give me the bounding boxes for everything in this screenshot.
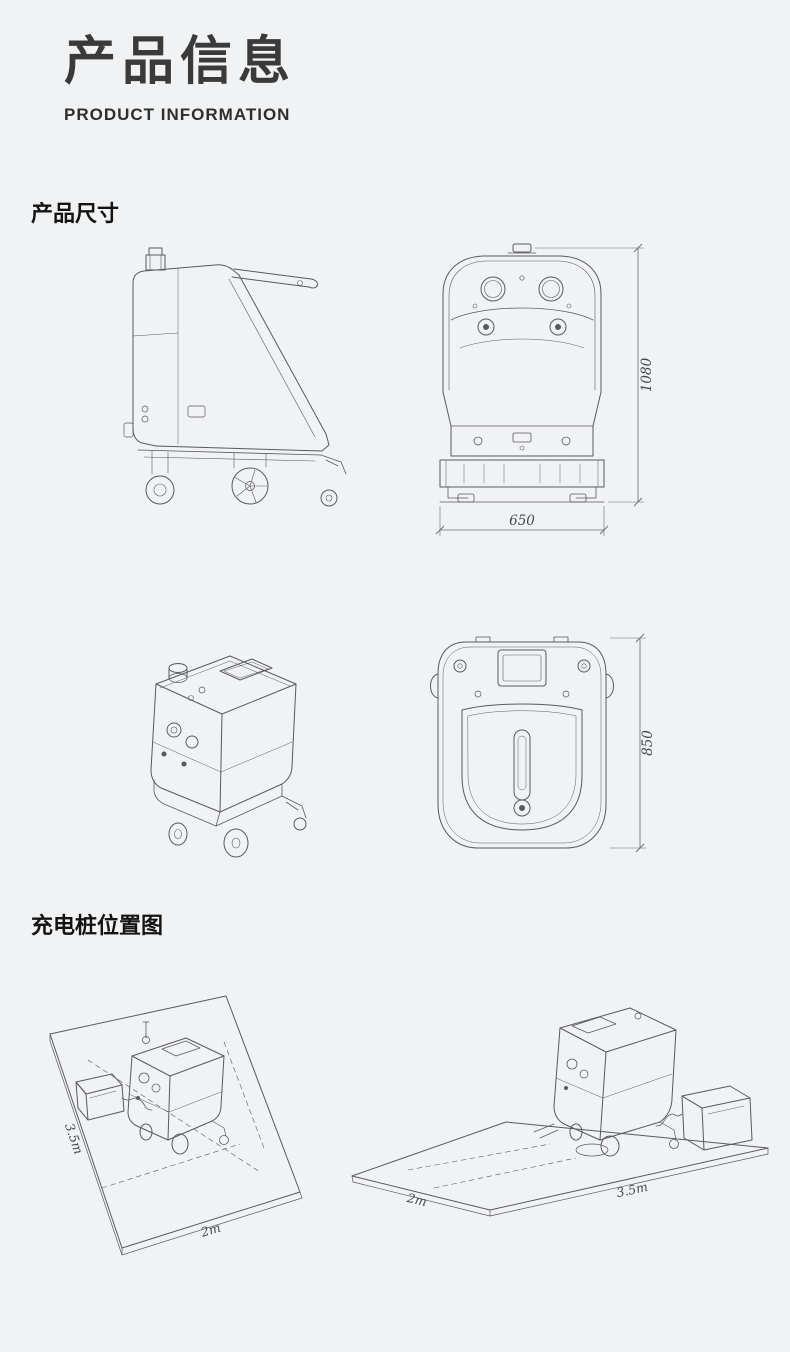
width-dimension bbox=[435, 506, 609, 536]
dimensions-section-heading: 产品尺寸 bbox=[31, 201, 120, 226]
charging-section-heading: 充电桩位置图 bbox=[31, 913, 164, 938]
charging-scene-left-drawing: 3.5m 2m bbox=[49, 995, 303, 1256]
page-header: 产品信息 PRODUCT INFORMATION bbox=[64, 33, 297, 125]
page-title: 产品信息 bbox=[64, 33, 297, 91]
front-view-drawing: 1080 650 bbox=[435, 243, 655, 536]
left-scene-width-label: 2m bbox=[198, 1220, 222, 1240]
left-scene-depth-label: 3.5m bbox=[62, 1121, 87, 1156]
height-dimension-label: 1080 bbox=[639, 357, 655, 392]
charging-scene-right-drawing: 2m 3.5m bbox=[351, 1007, 769, 1217]
length-dimension-label: 850 bbox=[640, 730, 656, 756]
platform-left bbox=[49, 995, 303, 1256]
robot-right bbox=[533, 1007, 679, 1157]
side-view-drawing bbox=[123, 247, 347, 507]
width-dimension-label: 650 bbox=[509, 513, 535, 529]
length-dimension bbox=[610, 633, 646, 853]
robot-left bbox=[127, 1021, 229, 1155]
charging-pile-right bbox=[655, 1085, 753, 1151]
charging-pile-left bbox=[75, 1073, 153, 1121]
right-scene-depth-label: 2m bbox=[405, 1190, 429, 1209]
page-subtitle: PRODUCT INFORMATION bbox=[64, 105, 291, 125]
height-dimension bbox=[535, 243, 644, 507]
top-view-drawing: 850 bbox=[430, 633, 656, 853]
isometric-view-drawing bbox=[150, 655, 307, 858]
platform-right bbox=[351, 1121, 769, 1217]
right-scene-width-label: 3.5m bbox=[615, 1179, 649, 1200]
